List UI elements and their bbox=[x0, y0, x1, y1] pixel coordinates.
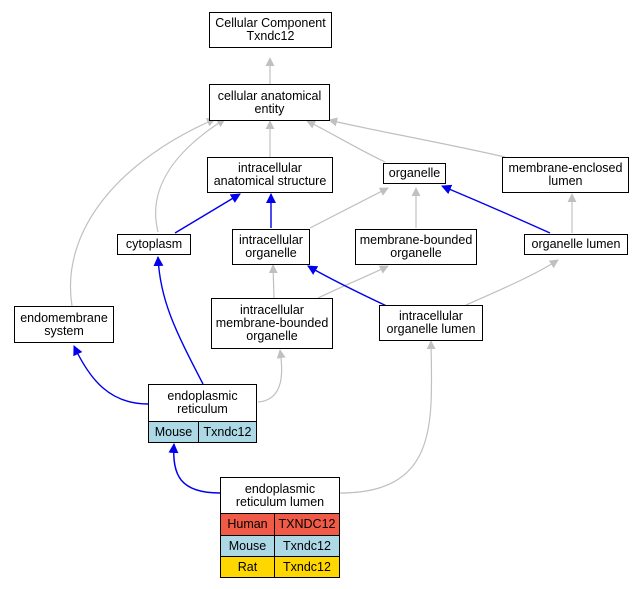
species-row-mouse: Mouse Txndc12 bbox=[149, 421, 256, 442]
edge-io-to-organelle bbox=[309, 187, 389, 229]
edge-er-to-cytoplasm bbox=[153, 256, 204, 385]
species-row-mouse: Mouse Txndc12 bbox=[221, 535, 339, 556]
species-row-rat: Rat Txndc12 bbox=[221, 556, 339, 577]
edge-cytoplasm-to-ias bbox=[174, 193, 241, 234]
node-membrane-enclosed-lumen[interactable]: membrane-enclosed lumen bbox=[502, 157, 629, 193]
node-intracellular-organelle[interactable]: intracellular organelle bbox=[232, 229, 310, 265]
edge-cytoplasm-to-entity bbox=[155, 118, 226, 233]
edge-iol-to-ol bbox=[465, 259, 559, 306]
node-intracellular-anatomical-structure[interactable]: intracellular anatomical structure bbox=[207, 157, 333, 193]
species-cell: Rat bbox=[221, 557, 274, 577]
edge-erl-to-er bbox=[168, 443, 221, 494]
gene-cell: TXNDC12 bbox=[274, 514, 339, 535]
node-cellular-component[interactable]: Cellular Component Txndc12 bbox=[209, 12, 332, 48]
species-cell: Human bbox=[221, 514, 274, 535]
node-endomembrane-system[interactable]: endomembrane system bbox=[14, 306, 114, 343]
node-organelle-lumen[interactable]: organelle lumen bbox=[524, 234, 628, 255]
gene-cell: Txndc12 bbox=[274, 536, 339, 556]
node-endoplasmic-reticulum-lumen[interactable]: endoplasmic reticulum lumen Human TXNDC1… bbox=[220, 477, 340, 578]
edge-organelle-to-entity bbox=[306, 120, 386, 163]
edge-imbo-to-io bbox=[268, 264, 278, 299]
node-title: endoplasmic reticulum bbox=[167, 389, 238, 416]
species-row-human: Human TXNDC12 bbox=[221, 513, 339, 535]
node-intracellular-membrane-bounded-organelle[interactable]: intracellular membrane-bounded organelle bbox=[211, 298, 333, 349]
node-cytoplasm[interactable]: cytoplasm bbox=[117, 234, 191, 255]
node-title: endoplasmic reticulum lumen bbox=[235, 481, 325, 509]
gene-cell: Txndc12 bbox=[198, 422, 256, 442]
node-cellular-anatomical-entity[interactable]: cellular anatomical entity bbox=[209, 84, 330, 121]
node-membrane-bounded-organelle[interactable]: membrane-bounded organelle bbox=[355, 229, 477, 265]
node-endoplasmic-reticulum[interactable]: endoplasmic reticulum Mouse Txndc12 bbox=[148, 384, 257, 443]
edge-er-to-endomembrane bbox=[73, 345, 149, 405]
edge-endomembrane-to-entity bbox=[70, 118, 216, 307]
gene-cell: Txndc12 bbox=[274, 557, 339, 577]
edge-ol-to-organelle bbox=[441, 184, 551, 234]
species-cell: Mouse bbox=[149, 422, 198, 442]
edge-er-to-imbo bbox=[257, 349, 286, 403]
node-organelle[interactable]: organelle bbox=[383, 163, 446, 184]
edge-erl-to-iol bbox=[339, 340, 436, 494]
species-cell: Mouse bbox=[221, 536, 274, 556]
edge-mel-to-entity bbox=[328, 117, 506, 158]
edge-imbo-to-mbo bbox=[317, 265, 389, 299]
node-intracellular-organelle-lumen[interactable]: intracellular organelle lumen bbox=[379, 305, 483, 341]
